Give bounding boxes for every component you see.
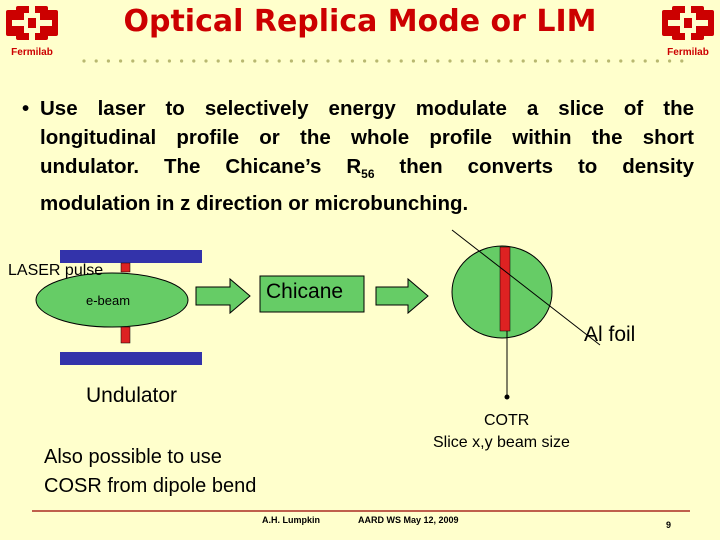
cosr-note-line-2: COSR from dipole bend <box>44 475 257 497</box>
page-title: Optical Replica Mode or LIM <box>123 4 597 39</box>
rule-dot <box>680 59 684 63</box>
chicane-label: Chicane <box>266 280 344 303</box>
rule-dot <box>363 59 367 63</box>
rule-dot <box>82 59 86 63</box>
rule-dot <box>180 59 184 63</box>
fermilab-logo-left: Fermilab <box>2 4 62 58</box>
ebeam-label: e-beam <box>86 293 131 308</box>
footer-event: AARD WS May 12, 2009 <box>358 515 459 525</box>
bullet-line-3-pre: undulator. The Chicane’s R <box>40 155 362 178</box>
rule-dot <box>533 59 537 63</box>
rule-dot <box>497 59 501 63</box>
laser-marker-bottom <box>120 326 131 344</box>
rule-dot <box>643 59 647 63</box>
rule-dot <box>228 59 232 63</box>
rule-dot <box>302 59 306 63</box>
arrow-to-chicane <box>195 277 251 315</box>
undulator-label: Undulator <box>86 384 178 407</box>
fermilab-label-right: Fermilab <box>667 47 709 58</box>
rule-dot <box>216 59 220 63</box>
rule-dot <box>558 59 562 63</box>
bullet-paragraph: • Use laser to selectively energy modula… <box>22 94 694 218</box>
fermilab-emblem-icon <box>662 6 714 40</box>
rule-dot <box>106 59 110 63</box>
al-foil-label: Al foil <box>584 323 636 346</box>
rule-dot <box>338 59 342 63</box>
rule-dot <box>411 59 415 63</box>
bullet-line-3-post: then converts to density <box>374 155 694 178</box>
laser-pulse-label: LASER pulse <box>8 262 104 279</box>
rule-dot <box>326 59 330 63</box>
rule-dot <box>119 59 123 63</box>
rule-dot <box>375 59 379 63</box>
rule-dot <box>668 59 672 63</box>
footer-author: A.H. Lumpkin <box>262 515 320 525</box>
rule-dot <box>399 59 403 63</box>
rule-dot <box>265 59 269 63</box>
rule-dot <box>594 59 599 63</box>
rule-dot <box>448 59 452 63</box>
chicane-box <box>259 275 365 313</box>
rule-dot <box>460 59 464 63</box>
bullet-line-3: undulator. The Chicane’s R56 then conver… <box>40 152 694 189</box>
cotr-dot <box>504 394 510 400</box>
rule-dot <box>619 59 623 63</box>
rule-dot <box>485 59 489 63</box>
rule-dot <box>546 59 550 63</box>
rule-dot <box>570 59 574 63</box>
rule-dot <box>143 59 147 63</box>
arrow-to-foil <box>375 277 429 315</box>
rule-dot <box>424 59 428 63</box>
r56-subscript: 56 <box>361 167 375 182</box>
rule-dot <box>350 59 354 63</box>
rule-dot <box>631 59 635 63</box>
bullet-line-2: longitudinal profile or the whole profil… <box>40 126 694 149</box>
bullet-line-4: modulation in z direction or microbunchi… <box>40 192 469 216</box>
rule-dot <box>155 59 159 63</box>
rule-dot <box>253 59 257 63</box>
rule-dot <box>277 59 281 63</box>
rule-dot <box>509 59 513 63</box>
cosr-note-line-1: Also possible to use <box>44 446 222 468</box>
rule-dot <box>241 59 245 63</box>
rule-dot <box>94 59 98 63</box>
bullet-dot: • <box>22 97 30 120</box>
bullet-text: Use laser to selectively energy modulate… <box>40 94 694 218</box>
rule-dot <box>521 59 525 63</box>
bullet-line-1: Use laser to selectively energy modulate… <box>40 97 694 120</box>
laser-marker-top <box>120 262 131 273</box>
undulator-magnet-top <box>60 250 202 263</box>
ebeam-ellipse <box>35 272 189 328</box>
footer-page-number: 9 <box>666 520 672 530</box>
rule-dot <box>167 59 171 63</box>
rule-dot <box>204 59 208 63</box>
title-dotted-rule <box>82 59 684 63</box>
rule-dot <box>607 59 611 63</box>
fermilab-emblem-icon <box>6 6 58 40</box>
rule-dot <box>436 59 440 63</box>
rule-dot <box>387 59 391 63</box>
rule-dot <box>655 59 660 63</box>
fermilab-label-left: Fermilab <box>11 47 53 58</box>
al-foil-line <box>451 229 601 346</box>
cotr-slice-label: Slice x,y beam size <box>433 434 570 451</box>
cotr-label: COTR <box>484 412 530 429</box>
rule-dot <box>289 59 293 63</box>
rule-dot <box>472 59 476 63</box>
rule-dot <box>314 59 318 63</box>
slice-marker <box>499 246 511 332</box>
rule-dot <box>131 59 135 63</box>
rule-dot <box>192 59 196 63</box>
undulator-magnet-bottom <box>60 352 202 365</box>
fermilab-logo-right: Fermilab <box>658 4 718 58</box>
rule-dot <box>582 59 586 63</box>
